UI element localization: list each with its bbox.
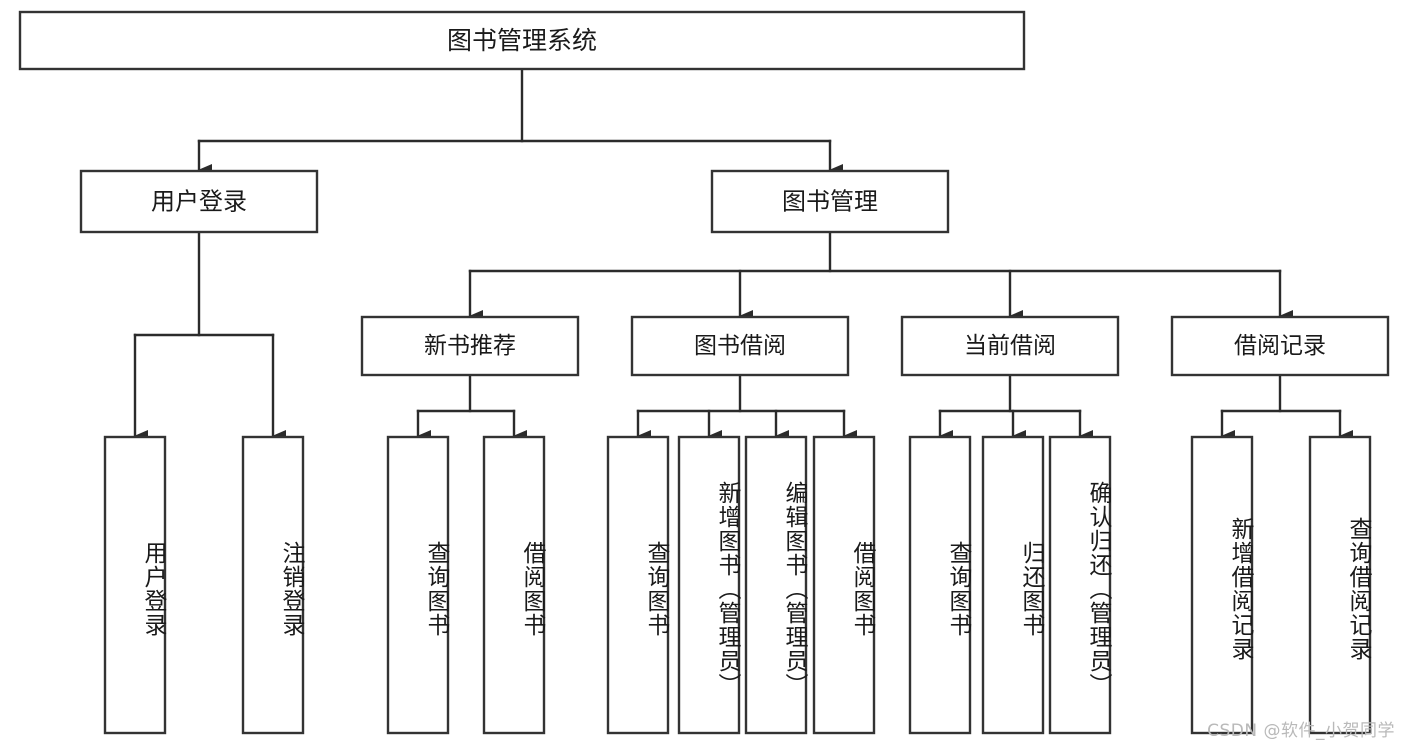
node-level3-2[interactable] (900, 315, 1120, 377)
node-leaf-9[interactable] (981, 435, 1045, 735)
node-leaf-7[interactable] (812, 435, 876, 735)
node-leaf-4[interactable] (606, 435, 670, 735)
node-leaf-6[interactable] (744, 435, 808, 735)
node-level2-0-label: 用户登录 (151, 188, 247, 216)
node-leaf-0[interactable] (103, 435, 167, 735)
node-level3-1-label: 图书借阅 (694, 333, 786, 359)
node-leaf-8[interactable] (908, 435, 972, 735)
node-level2-1-label: 图书管理 (782, 188, 878, 216)
node-leaf-2[interactable] (386, 435, 450, 735)
node-level3-2-label: 当前借阅 (964, 333, 1056, 359)
node-level3-3-label: 借阅记录 (1234, 333, 1326, 359)
boxes-layer (18, 10, 1390, 735)
node-level3-0[interactable] (360, 315, 580, 377)
node-leaf-5[interactable] (677, 435, 741, 735)
node-leaf-11[interactable] (1190, 435, 1254, 735)
connectors-layer (133, 67, 1353, 442)
node-level2-0[interactable] (79, 169, 319, 234)
node-leaf-12[interactable] (1308, 435, 1372, 735)
node-level3-1[interactable] (630, 315, 850, 377)
node-leaf-3[interactable] (482, 435, 546, 735)
csdn-watermark: CSDN @软件_小贺同学 (1207, 721, 1395, 741)
node-root-label: 图书管理系统 (447, 26, 597, 55)
node-level2-1[interactable] (710, 169, 950, 234)
node-root[interactable] (18, 10, 1026, 71)
node-leaf-1[interactable] (241, 435, 305, 735)
node-level3-0-label: 新书推荐 (424, 333, 516, 359)
node-level3-3[interactable] (1170, 315, 1390, 377)
node-leaf-10[interactable] (1048, 435, 1112, 735)
